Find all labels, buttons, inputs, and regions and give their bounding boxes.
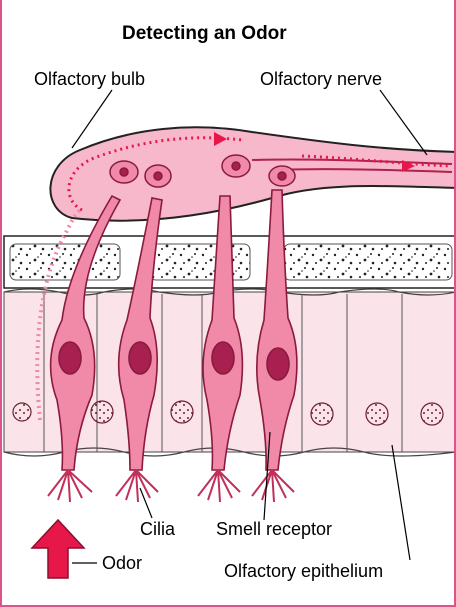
label-odor: Odor bbox=[102, 554, 142, 572]
label-cilia: Cilia bbox=[140, 520, 175, 538]
odor-arrow-icon bbox=[32, 520, 84, 578]
label-olfactory-nerve: Olfactory nerve bbox=[260, 70, 382, 88]
cilia bbox=[48, 470, 294, 502]
label-olfactory-epithelium: Olfactory epithelium bbox=[224, 562, 383, 580]
label-olfactory-bulb: Olfactory bulb bbox=[34, 70, 145, 88]
diagram-title: Detecting an Odor bbox=[122, 24, 287, 43]
label-smell-receptor: Smell receptor bbox=[216, 520, 332, 538]
